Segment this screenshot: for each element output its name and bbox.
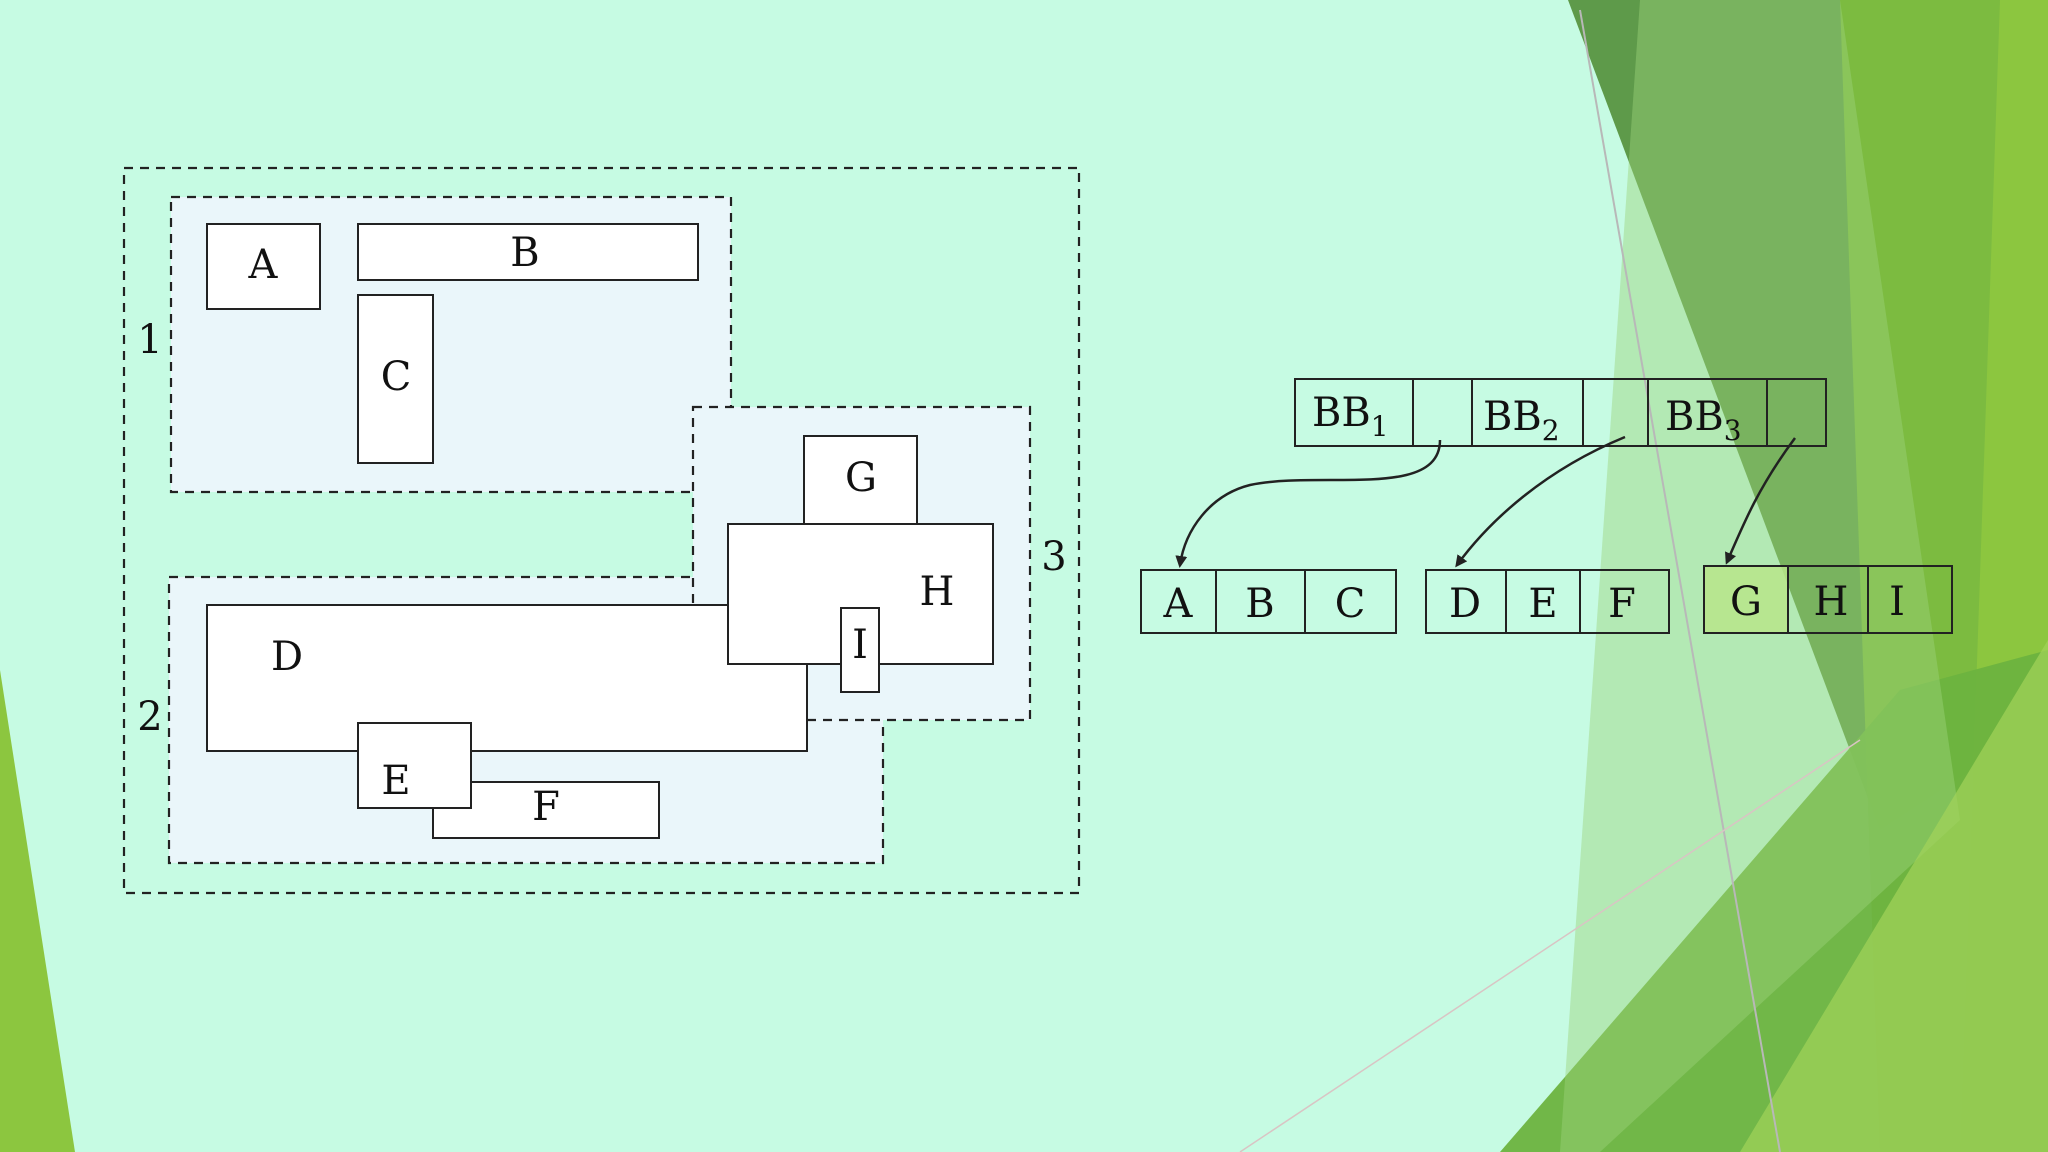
green-shape-bottom-light (1740, 640, 2048, 1152)
region-1-label: 1 (137, 317, 162, 363)
thin-line-1 (1579, 9, 1781, 1152)
rect-a-label: A (248, 242, 279, 288)
leaf-node-1: A B C (1140, 569, 1397, 634)
leaf-3-entry-i: I (1889, 579, 1905, 625)
leaf-2-entry-f: F (1608, 581, 1636, 627)
rect-f-label: F (532, 784, 560, 830)
leaf-1-entry-a: A (1163, 581, 1194, 627)
leaf-2-entry-e: E (1528, 581, 1557, 627)
rect-g (803, 435, 918, 525)
leaf-1-entry-b: B (1245, 581, 1274, 627)
rect-d (206, 604, 808, 752)
rect-a (206, 223, 321, 310)
rect-c-label: C (381, 354, 412, 400)
region-2-label: 2 (137, 694, 162, 740)
rect-b (357, 223, 699, 281)
root-node: BB1 BB2 BB3 (1294, 378, 1827, 447)
leaf-2-entry-d: D (1449, 581, 1481, 627)
rect-h-label: H (920, 569, 955, 615)
root-entry-1-label: BB1 (1312, 390, 1389, 443)
thin-line-2 (1239, 739, 1861, 1152)
pointer-arrow-1 (1175, 439, 1442, 568)
root-entry-3-label: BB3 (1665, 394, 1742, 447)
leaf-1-entry-c: C (1335, 581, 1366, 627)
leaf-node-2: D E F (1425, 569, 1670, 634)
rect-e-label: E (381, 758, 410, 804)
leaf-3-entry-h: H (1814, 579, 1849, 625)
leaf-3-entry-g: G (1730, 579, 1762, 625)
root-entry-2-label: BB2 (1483, 394, 1560, 447)
rect-i-label: I (852, 622, 868, 668)
rect-b-label: B (510, 230, 539, 276)
rect-d-label: D (271, 634, 303, 680)
region-1: A B C (169, 195, 733, 494)
green-shape-left (0, 670, 75, 1152)
rect-g-label: G (845, 455, 877, 501)
rect-c (357, 294, 434, 464)
pointer-arrow-3 (1725, 437, 1797, 565)
leaf-node-3: G H I (1703, 565, 1953, 634)
pointer-arrow-2 (1455, 435, 1626, 568)
region-3-label: 3 (1041, 534, 1066, 580)
rect-i (840, 607, 880, 693)
rect-e (357, 722, 472, 809)
outer-region (122, 166, 1081, 895)
